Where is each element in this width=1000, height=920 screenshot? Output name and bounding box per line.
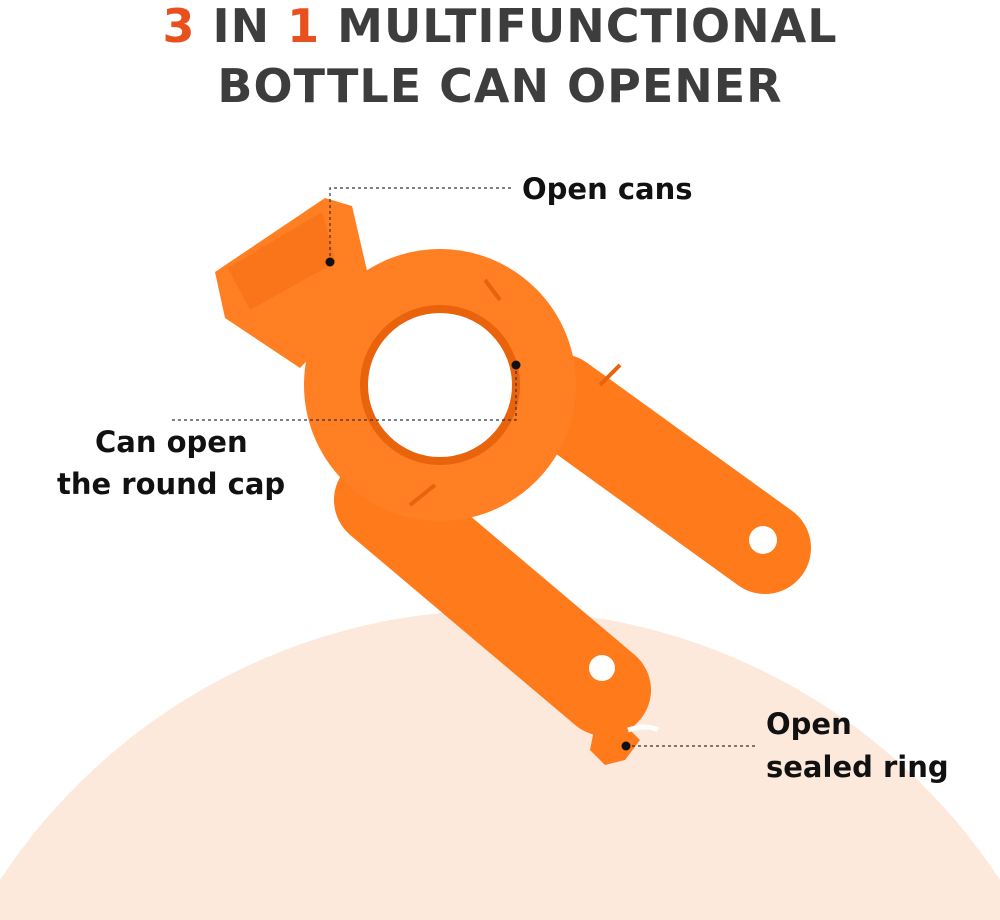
bottle-opener-image [215,198,811,765]
label-round-cap-line2: the round cap [57,467,286,501]
callout-dot [621,741,631,751]
title-multifunctional: MULTIFUNCTIONAL [320,0,838,53]
label-round-cap-line1: Can open [95,425,248,459]
label-sealed-ring-line1: Open [766,707,852,741]
backdrop-circle [0,610,1000,920]
title-in: IN [195,0,288,53]
page-title-line1: 3 IN 1 MULTIFUNCTIONAL [0,0,1000,54]
page-title-line2: BOTTLE CAN OPENER [217,59,783,113]
title-number-1: 1 [287,0,321,53]
label-sealed-ring-line2: sealed ring [766,750,949,784]
callout-dot [511,360,521,370]
callout-leaders [172,187,755,747]
label-open-cans: Open cans [522,172,693,206]
callout-dot [325,257,335,267]
title-number-3: 3 [162,0,196,53]
